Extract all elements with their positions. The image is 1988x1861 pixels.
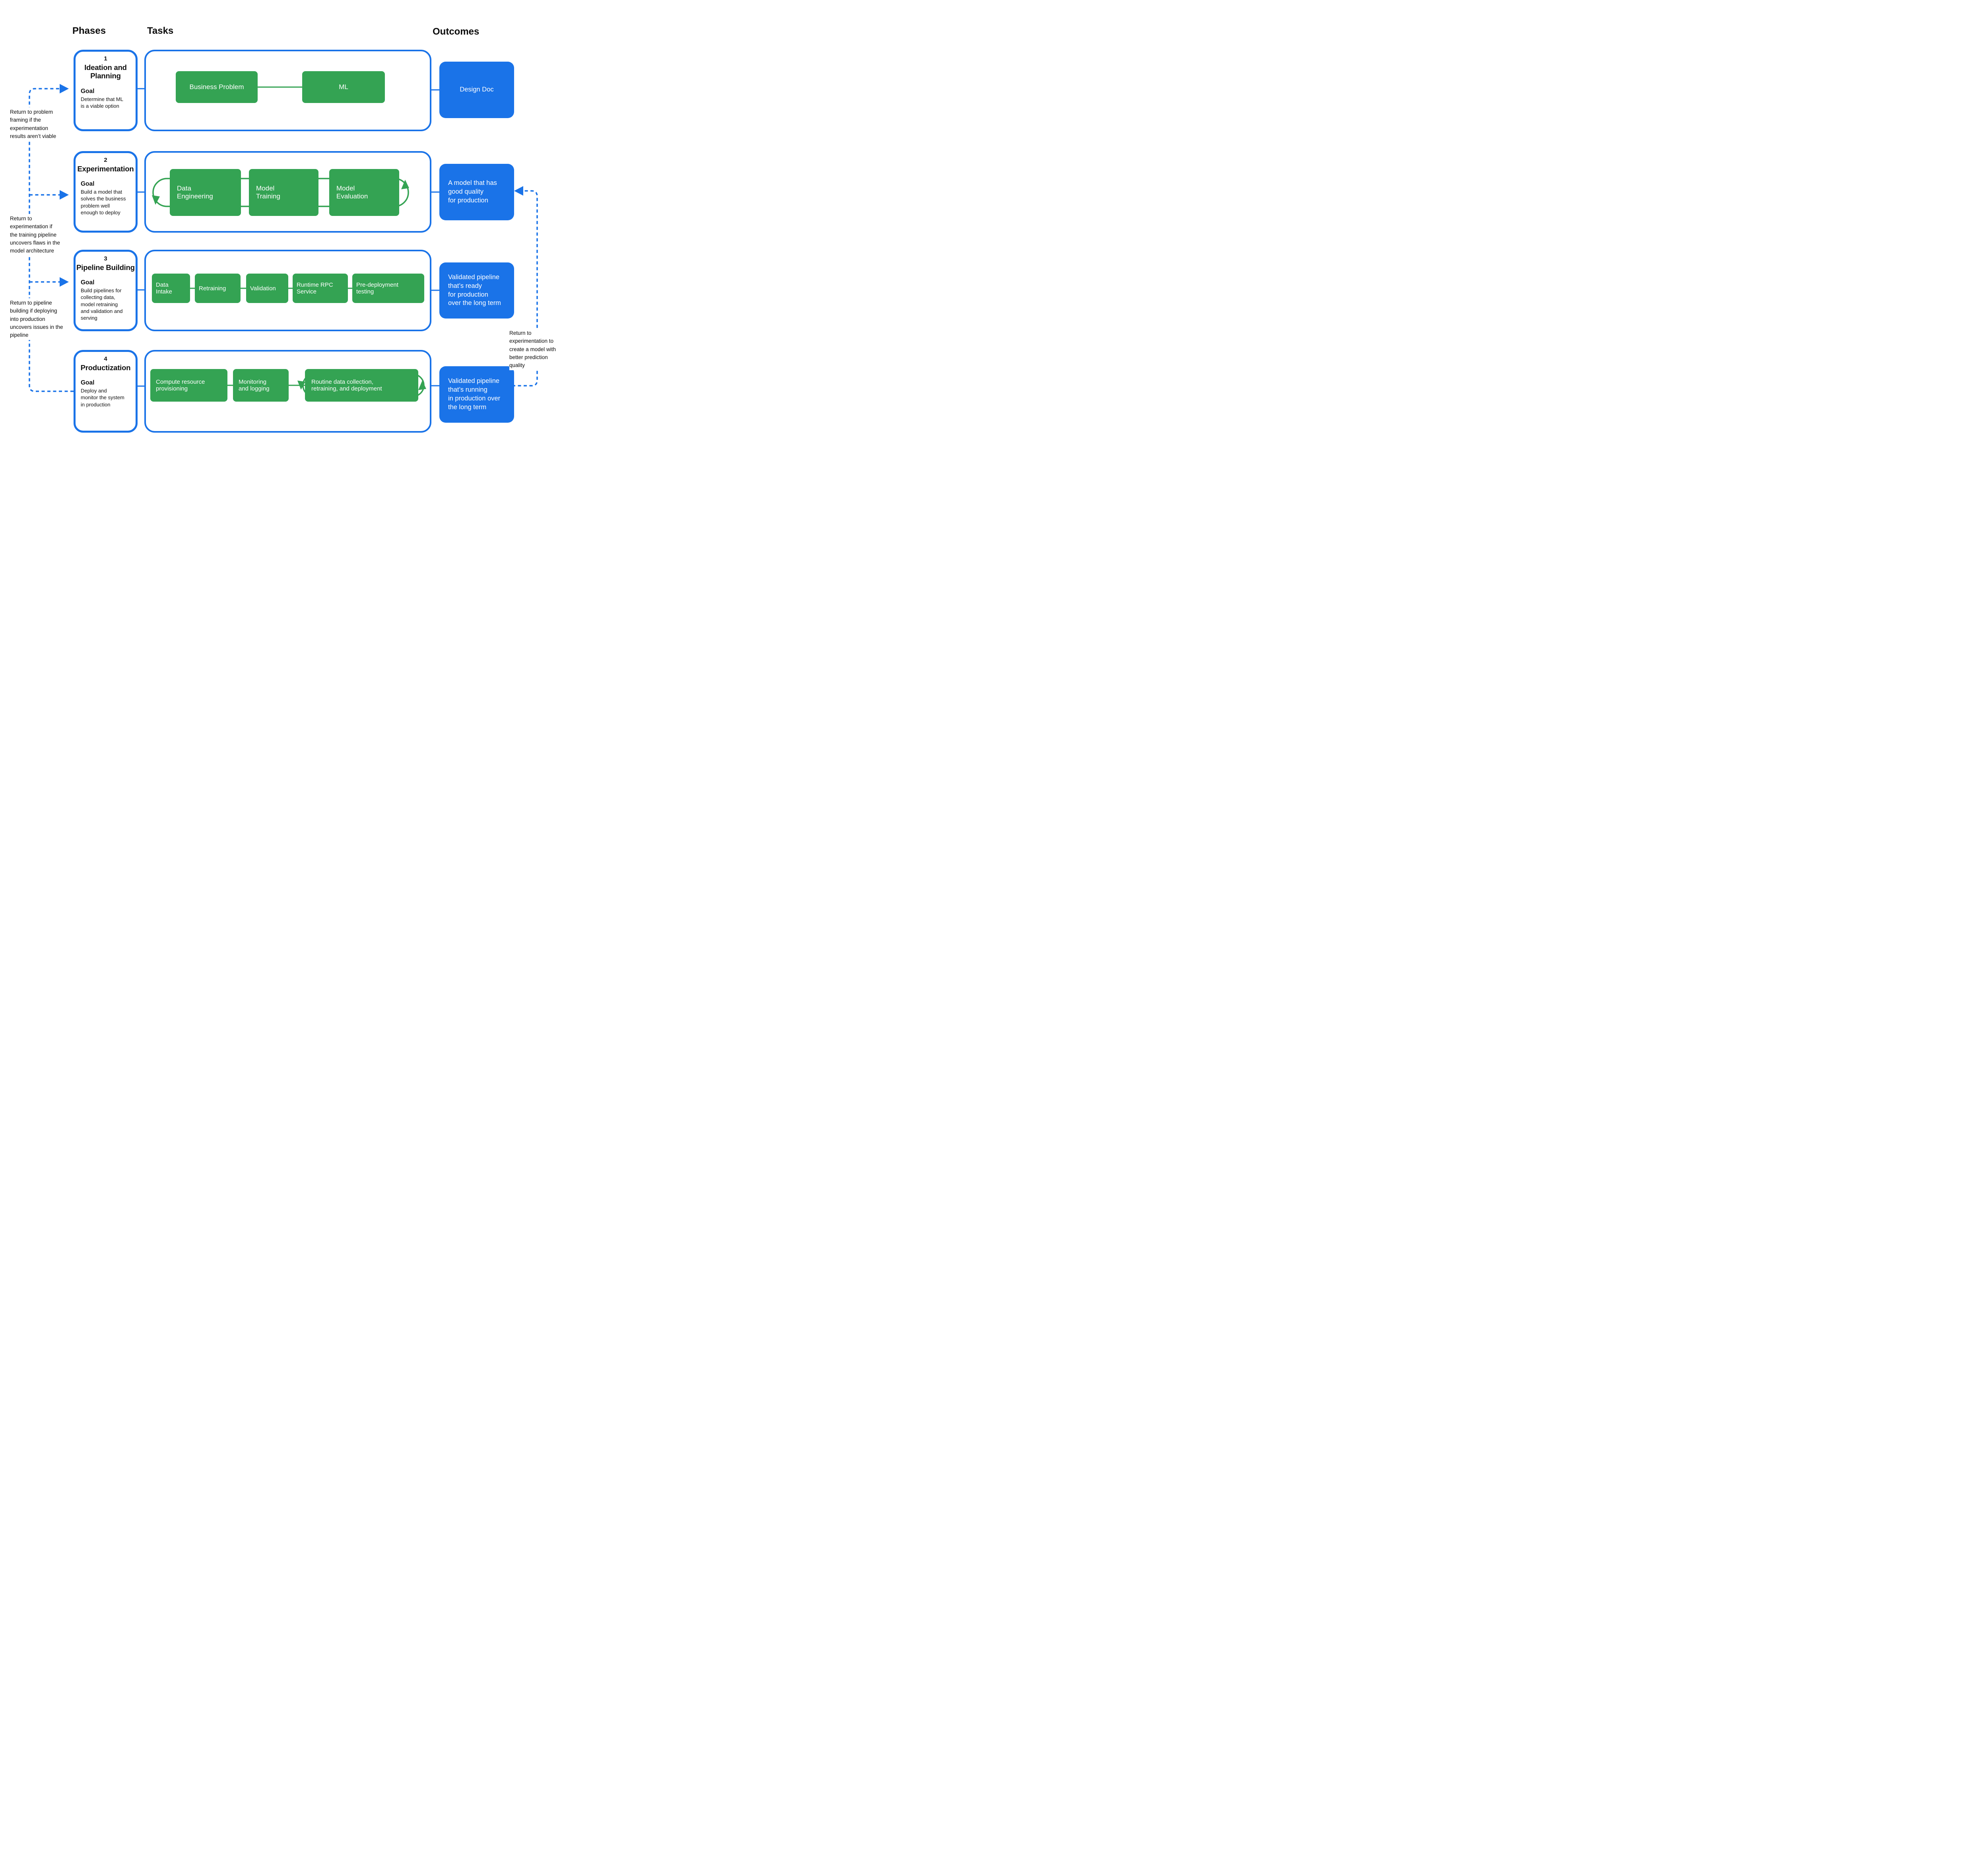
- arrow-into-pipeline-building-icon: [60, 277, 69, 287]
- goal-text: Build a model that solves the business p…: [81, 189, 126, 216]
- task-label: Model Evaluation: [336, 185, 368, 200]
- task-validation: Validation: [246, 274, 288, 303]
- loop2-arrow-down-icon: [152, 195, 160, 205]
- phase-number: 2: [104, 157, 107, 163]
- task-label: Business Problem: [189, 83, 244, 91]
- phase-number: 4: [104, 355, 107, 362]
- task-label: ML: [339, 83, 348, 91]
- feedback-paths: [29, 88, 538, 392]
- task-model-training: Model Training: [249, 169, 318, 216]
- phase-number: 3: [104, 255, 107, 262]
- phase-title: Experimentation: [77, 165, 134, 173]
- task-retraining: Retraining: [195, 274, 241, 303]
- arrow-into-experimentation-icon: [60, 190, 69, 200]
- note-return-experimentation-better-quality: Return to experimentation to create a mo…: [509, 328, 564, 371]
- goal-label: Goal: [81, 181, 95, 188]
- task-label: Data Engineering: [177, 185, 213, 200]
- task-label: Validation: [250, 285, 276, 292]
- goal-label: Goal: [81, 87, 95, 95]
- phase-card-ideation: 1 Ideation and Planning Goal Determine t…: [74, 50, 138, 131]
- loop-arrowheads: [152, 180, 426, 390]
- task-model-evaluation: Model Evaluation: [329, 169, 399, 216]
- goal-label: Goal: [81, 379, 95, 387]
- column-header-phases: Phases: [72, 25, 106, 36]
- task-runtime-rpc-service: Runtime RPC Service: [293, 274, 348, 303]
- phase-card-experimentation: 2 Experimentation Goal Build a model tha…: [74, 151, 138, 233]
- task-label: Monitoring and logging: [239, 379, 270, 392]
- loop4-arrow-up-icon: [418, 381, 426, 390]
- task-label: Compute resource provisioning: [156, 379, 205, 392]
- outcome-label: Design Doc: [460, 86, 494, 93]
- outcome-label: A model that has good quality for produc…: [448, 179, 497, 204]
- task-label: Pre-deployment testing: [356, 282, 398, 295]
- task-data-intake: Data Intake: [152, 274, 190, 303]
- task-business-problem: Business Problem: [176, 71, 258, 103]
- task-monitoring-and-logging: Monitoring and logging: [233, 369, 289, 402]
- outcome-label: Validated pipeline that’s running in pro…: [448, 377, 501, 411]
- outcome-validated-pipeline-running: Validated pipeline that’s running in pro…: [439, 366, 514, 423]
- goal-text: Build pipelines for collecting data, mod…: [81, 288, 123, 321]
- task-label: Data Intake: [156, 282, 172, 295]
- goal-text: Determine that ML is a viable option: [81, 96, 123, 109]
- phase-card-pipeline-building: 3 Pipeline Building Goal Build pipelines…: [74, 250, 138, 331]
- task-compute-resource-provisioning: Compute resource provisioning: [150, 369, 227, 402]
- arrow-into-model-outcome-icon: [514, 186, 523, 196]
- phase-title: Ideation and Planning: [84, 63, 127, 80]
- outcome-model-good-quality: A model that has good quality for produc…: [439, 164, 514, 220]
- task-label: Model Training: [256, 185, 280, 200]
- task-label: Routine data collection, retraining, and…: [311, 379, 382, 392]
- outcome-design-doc: Design Doc: [439, 62, 514, 118]
- task-data-engineering: Data Engineering: [170, 169, 241, 216]
- note-return-problem-framing: Return to problem framing if the experim…: [10, 107, 70, 141]
- phase-number: 1: [104, 55, 107, 62]
- task-routine-data-collection: Routine data collection, retraining, and…: [305, 369, 418, 402]
- task-label: Runtime RPC Service: [297, 282, 333, 295]
- feedback-arrowheads: [60, 84, 523, 287]
- column-header-outcomes: Outcomes: [433, 26, 480, 37]
- outcome-label: Validated pipeline that’s ready for prod…: [448, 273, 501, 307]
- arrow-into-ideation-icon: [60, 84, 69, 93]
- phase-title: Pipeline Building: [76, 263, 135, 272]
- phase-card-productization: 4 Productization Goal Deploy and monitor…: [74, 350, 138, 433]
- goal-label: Goal: [81, 279, 95, 286]
- loop2-arrow-up-icon: [401, 180, 409, 189]
- goal-text: Deploy and monitor the system in product…: [81, 388, 124, 408]
- note-return-experimentation: Return to experimentation if the trainin…: [10, 214, 70, 256]
- green-connectors: [190, 86, 352, 386]
- task-pre-deployment-testing: Pre-deployment testing: [352, 274, 424, 303]
- outcome-validated-pipeline-ready: Validated pipeline that’s ready for prod…: [439, 262, 514, 319]
- column-header-tasks: Tasks: [147, 25, 174, 36]
- note-return-pipeline-building: Return to pipeline building if deploying…: [10, 298, 70, 340]
- task-ml: ML: [302, 71, 385, 103]
- loop4-arrow-down-icon: [297, 381, 305, 390]
- phase-title: Productization: [80, 363, 131, 372]
- task-label: Retraining: [199, 285, 226, 292]
- solid-connectors: [136, 88, 440, 387]
- mlops-phases-diagram: Phases Tasks Outcomes: [0, 0, 564, 465]
